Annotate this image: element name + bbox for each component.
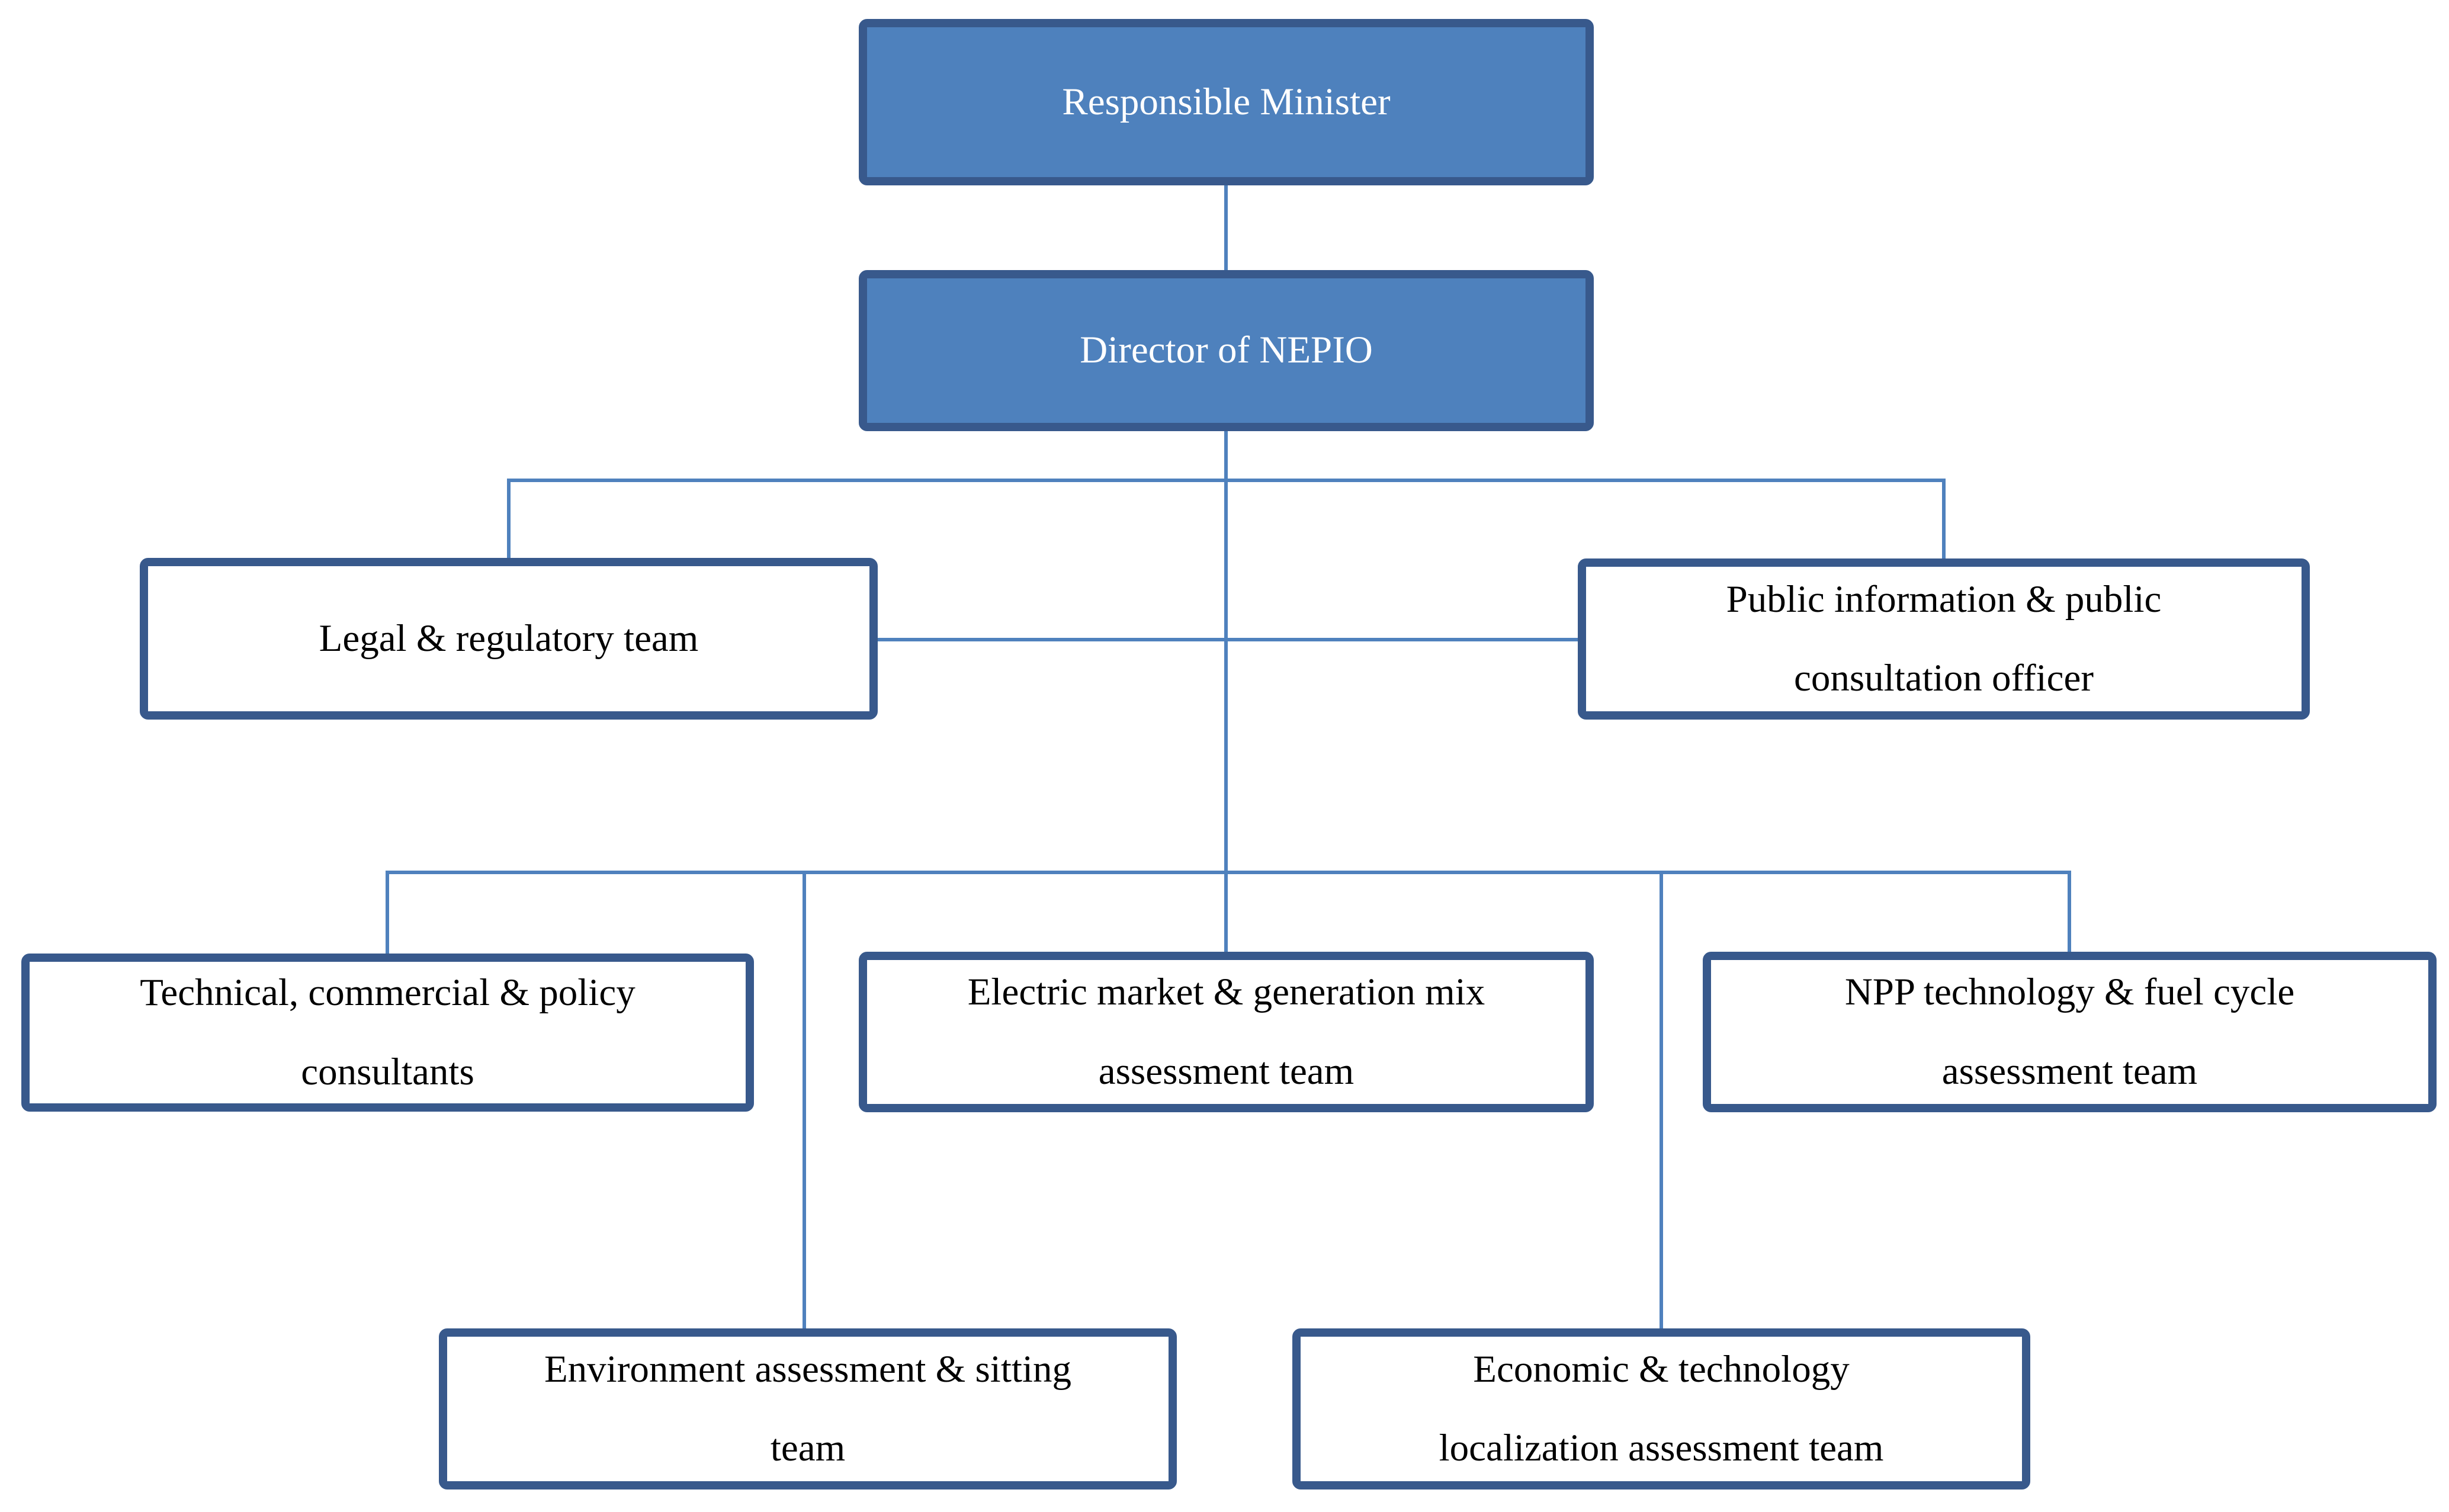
node-electric-market-generation-mix-team: Electric market & generation mix assessm…	[859, 952, 1594, 1112]
connector-branch2-horizontal	[386, 871, 2071, 874]
node-label: Environment assessment & sitting team	[544, 1347, 1072, 1469]
connector-legal-public-horizontal	[877, 638, 1579, 641]
connector-drop-legal	[507, 479, 511, 561]
connector-minister-director	[1224, 184, 1228, 272]
node-label: Legal & regulatory team	[319, 617, 699, 660]
node-npp-technology-fuel-cycle-team: NPP technology & fuel cycle assessment t…	[1703, 952, 2437, 1112]
node-director-of-nepio: Director of NEPIO	[859, 270, 1594, 431]
connector-drop-technical	[386, 871, 389, 957]
node-legal-regulatory-team: Legal & regulatory team	[140, 558, 878, 720]
node-public-information-officer: Public information & public consultation…	[1578, 558, 2310, 720]
node-label: Electric market & generation mix assessm…	[967, 971, 1485, 1093]
connector-branch1-horizontal	[507, 479, 1946, 482]
connector-drop-environment	[803, 871, 806, 1332]
node-economic-technology-localization-team: Economic & technology localization asses…	[1292, 1328, 2030, 1489]
node-label: Economic & technology localization asses…	[1439, 1347, 1884, 1469]
node-environment-assessment-sitting-team: Environment assessment & sitting team	[439, 1328, 1177, 1489]
node-label: Technical, commercial & policy consultan…	[140, 971, 635, 1093]
connector-director-trunk	[1224, 429, 1228, 954]
node-responsible-minister: Responsible Minister	[859, 19, 1594, 185]
connector-drop-public	[1942, 479, 1946, 562]
connector-drop-economic	[1660, 871, 1663, 1332]
node-label: Director of NEPIO	[1080, 329, 1373, 372]
connector-drop-npp	[2068, 871, 2071, 955]
node-label: Public information & public consultation…	[1726, 577, 2162, 699]
node-label: Responsible Minister	[1062, 80, 1391, 123]
node-technical-commercial-policy-consultants: Technical, commercial & policy consultan…	[21, 954, 754, 1112]
node-label: NPP technology & fuel cycle assessment t…	[1844, 971, 2295, 1093]
